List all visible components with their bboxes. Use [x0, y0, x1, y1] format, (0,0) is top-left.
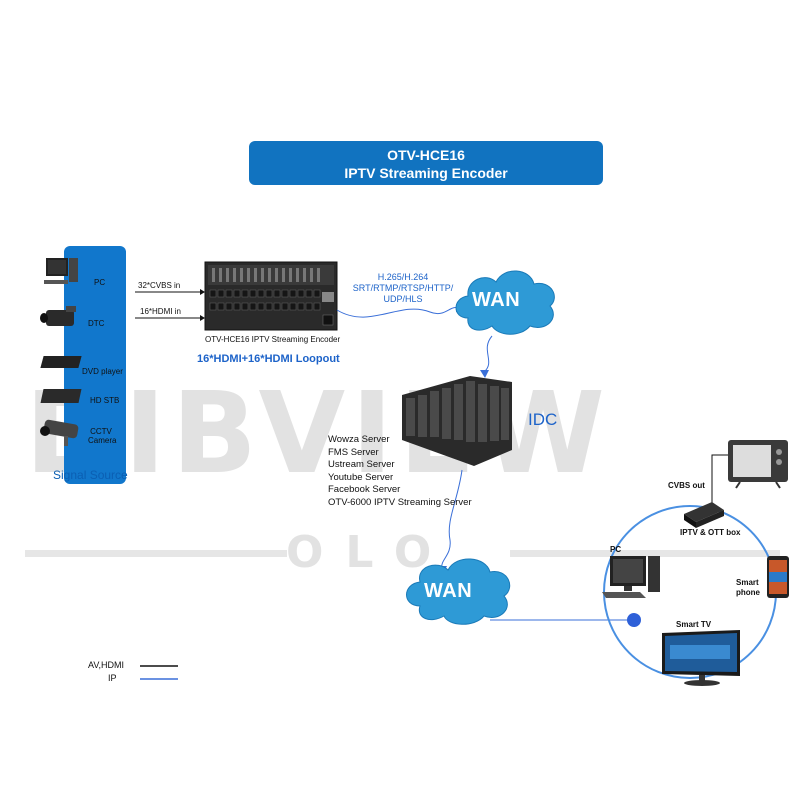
protocols-label: H.265/H.264 SRT/RTMP/RTSP/HTTP/ UDP/HLS — [340, 272, 466, 305]
wan-top-label: WAN — [472, 289, 521, 311]
encoder-caption: OTV-HCE16 IPTV Streaming Encoder — [205, 335, 341, 344]
smart-tv-label: Smart TV — [676, 620, 712, 629]
server-item: OTV-6000 IPTV Streaming Server — [328, 496, 472, 508]
idc-label: IDC — [528, 410, 558, 429]
pc-icon — [44, 258, 78, 286]
source-label-pc: PC — [94, 278, 106, 287]
stb-icon — [40, 385, 82, 405]
pc-client-icon — [602, 556, 660, 598]
server-item: FMS Server — [328, 446, 379, 458]
source-label-dtc: DTC — [88, 319, 105, 328]
title-model: OTV-HCE16 — [387, 147, 465, 163]
wan-cloud-bottom — [406, 558, 511, 625]
server-list: Wowza Server FMS Server Ustream Server Y… — [328, 434, 472, 509]
encoder-device — [204, 261, 338, 331]
crt-tv-icon — [728, 440, 788, 489]
ott-box-icon — [684, 502, 724, 528]
smart-phone-label: Smart phone — [736, 578, 760, 597]
pc-client-label: PC — [610, 545, 622, 554]
smart-phone-icon — [767, 556, 789, 598]
source-label-stb: HD STB — [90, 396, 120, 405]
cctv-camera-icon — [38, 418, 82, 446]
server-item: Ustream Server — [328, 459, 395, 470]
idc-servers — [402, 376, 512, 466]
camcorder-icon — [40, 304, 80, 332]
ott-box-label: IPTV & OTT box — [680, 528, 741, 537]
wan-bottom-label: WAN — [424, 580, 473, 602]
server-item: Facebook Server — [328, 484, 401, 495]
cvbs-in-label: 32*CVBS in — [138, 281, 181, 290]
server-item: Youtube Server — [328, 471, 394, 483]
protocols-line3: UDP/HLS — [383, 294, 423, 304]
legend-ip: IP — [108, 673, 117, 683]
watermark-sub: OLO — [286, 527, 454, 578]
hdmi-in-label: 16*HDMI in — [140, 307, 181, 316]
loopout-label: 16*HDMI+16*HDMI Loopout — [197, 353, 340, 365]
server-item: Wowza Server — [328, 434, 390, 445]
dvd-player-icon — [40, 352, 82, 370]
smart-tv-icon — [662, 630, 740, 686]
wan-cloud-top — [455, 270, 555, 335]
legend-av-hdmi: AV,HDMI — [88, 660, 125, 670]
cvbs-out-label: CVBS out — [668, 481, 705, 490]
protocols-line1: H.265/H.264 — [377, 272, 429, 282]
protocols-line2: SRT/RTMP/RTSP/HTTP/ — [352, 283, 454, 293]
title-subtitle: IPTV Streaming Encoder — [344, 165, 508, 181]
source-label-cctv: CCTV Camera — [88, 427, 117, 445]
signal-source-label: Signal Source — [53, 468, 128, 482]
source-label-dvd: DVD player — [82, 367, 123, 376]
title-banner: OTV-HCE16 IPTV Streaming Encoder — [249, 141, 603, 185]
